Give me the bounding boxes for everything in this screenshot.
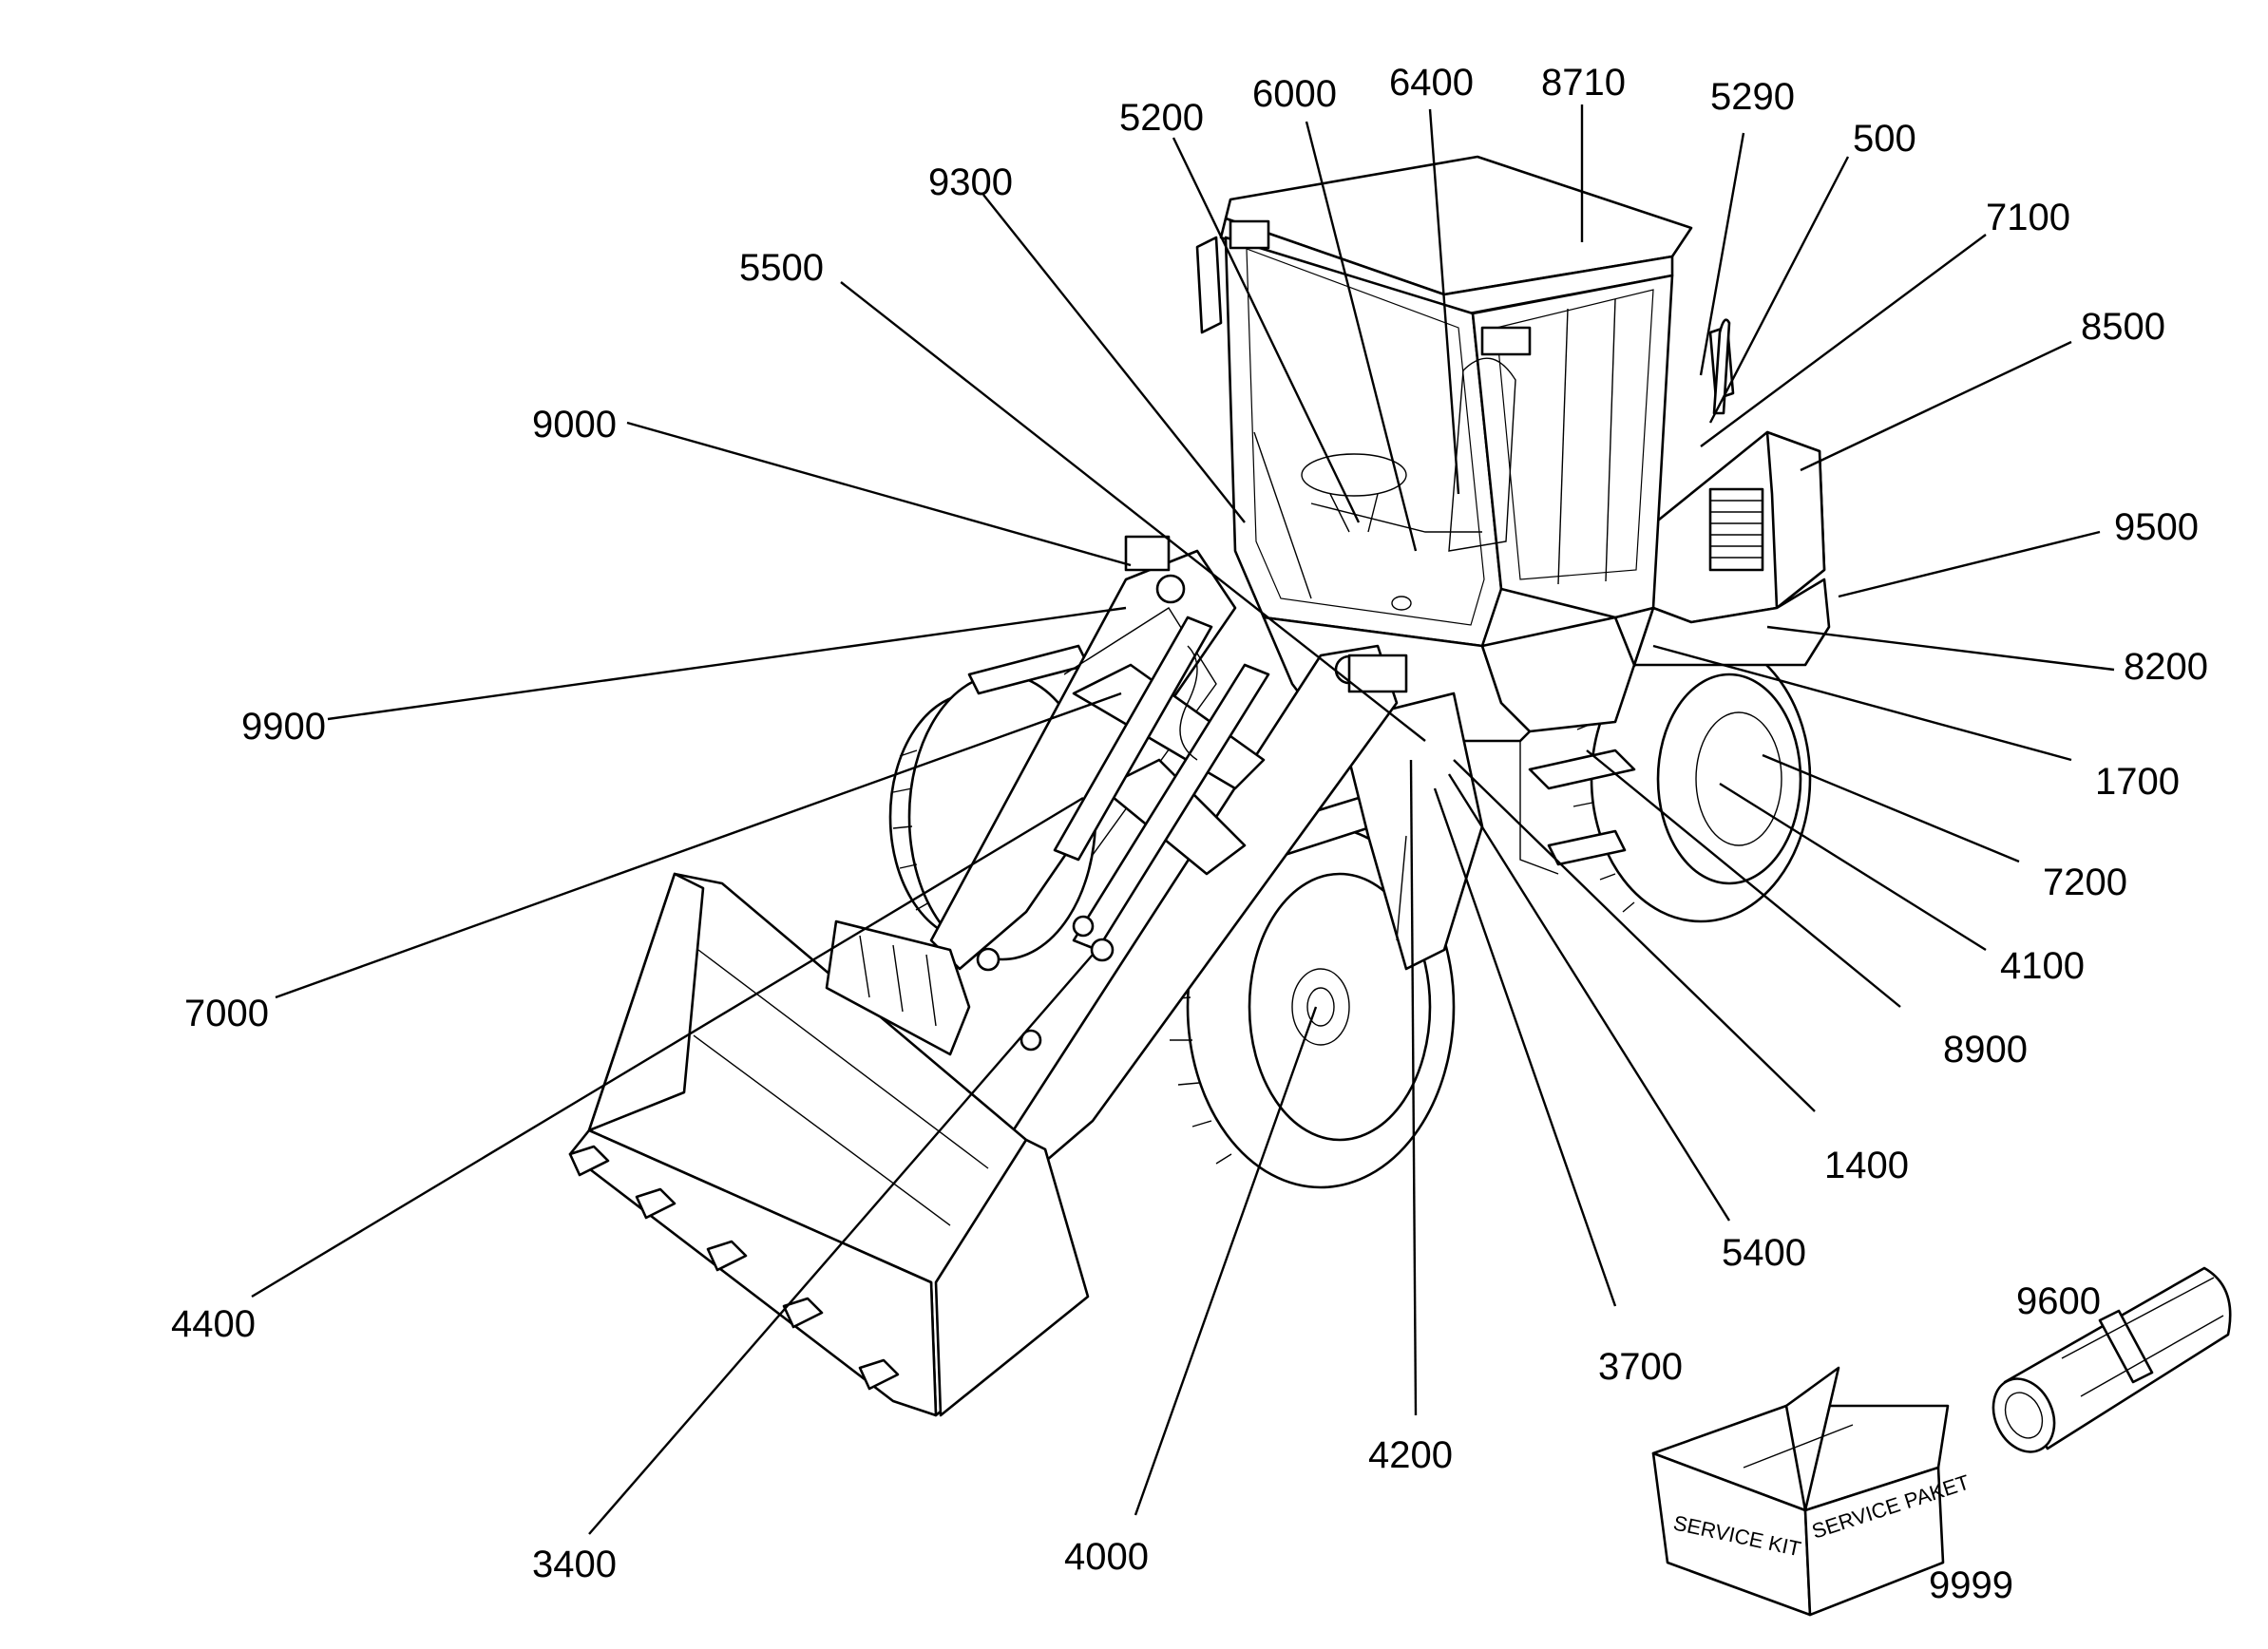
engine-hood [1594, 430, 1831, 695]
leader-4100 [1719, 782, 1987, 952]
leader-1400 [1453, 759, 1816, 1112]
callout-7200: 7200 [2043, 862, 2127, 903]
leader-9000 [626, 421, 1132, 567]
leader-4200 [1409, 759, 1418, 1416]
leader-lines [251, 104, 2115, 1535]
leader-8900 [1586, 749, 1901, 1008]
callout-4400: 4400 [171, 1303, 256, 1345]
leader-5290 [1699, 132, 1745, 376]
callout-1400: 1400 [1824, 1145, 1909, 1186]
leader-500 [1708, 156, 1850, 424]
leader-4000 [1134, 1006, 1318, 1516]
leader-9300 [982, 194, 1246, 523]
callout-6400: 6400 [1389, 62, 1474, 104]
callout-3700: 3700 [1598, 1346, 1683, 1388]
leader-4400 [251, 796, 1084, 1298]
callout-1700: 1700 [2095, 761, 2180, 803]
callout-9300: 9300 [928, 161, 1013, 203]
callout-labels: 9900 7000 4400 3400 4000 4200 3700 5400 … [171, 62, 2208, 1606]
lift-arms [929, 535, 1408, 1180]
callout-9900: 9900 [241, 706, 326, 748]
leader-7100 [1700, 234, 1987, 447]
leader-6400 [1428, 108, 1460, 495]
leader-5400 [1447, 773, 1731, 1222]
callout-7000: 7000 [184, 993, 269, 1034]
bucket [568, 872, 1090, 1417]
leader-9900 [327, 606, 1127, 721]
leader-6000 [1305, 121, 1418, 552]
callout-4000: 4000 [1064, 1536, 1149, 1578]
callout-9600: 9600 [2016, 1280, 2101, 1322]
leader-8500 [1800, 340, 2072, 472]
callout-3400: 3400 [532, 1544, 617, 1585]
leader-5500 [840, 281, 1426, 742]
service-kit-box: SERVICE KIT SERVICE PAKET [1651, 1366, 1973, 1617]
callout-5290: 5290 [1710, 76, 1795, 118]
callout-9000: 9000 [532, 404, 617, 445]
leader-1700 [1652, 644, 2072, 762]
wheel-loader-illustration [568, 155, 1831, 1417]
callout-500: 500 [1853, 118, 1916, 160]
leader-5200 [1172, 137, 1361, 523]
callout-4100: 4100 [2000, 945, 2085, 987]
callout-5500: 5500 [739, 247, 824, 289]
leader-7200 [1762, 753, 2020, 863]
callout-9999: 9999 [1929, 1564, 2013, 1606]
rolled-manual [1992, 1266, 2232, 1453]
callout-7100: 7100 [1986, 197, 2070, 238]
callout-8500: 8500 [2081, 306, 2165, 348]
callout-6000: 6000 [1252, 73, 1337, 115]
cab [1195, 155, 1735, 875]
callout-4200: 4200 [1368, 1434, 1453, 1476]
leader-8200 [1766, 625, 2115, 672]
leader-3400 [588, 954, 1094, 1535]
leader-7000 [275, 692, 1122, 999]
leader-3700 [1433, 787, 1617, 1307]
callout-5400: 5400 [1722, 1232, 1806, 1274]
callout-8710: 8710 [1541, 62, 1626, 104]
callout-5200: 5200 [1119, 97, 1204, 139]
callout-8200: 8200 [2124, 646, 2208, 688]
callout-8900: 8900 [1943, 1029, 2028, 1071]
callout-9500: 9500 [2114, 506, 2199, 548]
leader-9500 [1838, 530, 2101, 598]
